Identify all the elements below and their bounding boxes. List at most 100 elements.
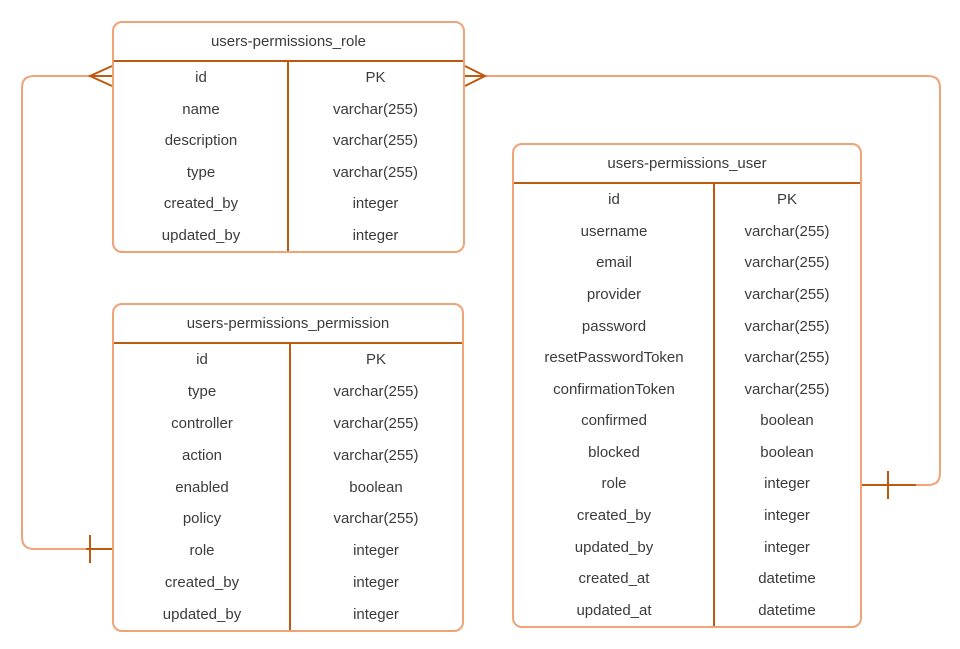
field-type-cell: PK (776, 191, 797, 209)
field-type-cell: varchar(255) (332, 132, 419, 150)
field-name-cell: confirmed (581, 412, 647, 430)
field-type-cell: integer (764, 538, 810, 556)
field-name-cell: created_at (578, 570, 650, 588)
field-name-cell: updated_by (574, 538, 654, 556)
field-name-cell: email (596, 254, 632, 272)
field-name-cell: role (189, 542, 215, 560)
field-name-cell: id (608, 191, 620, 209)
table-row-id: id PK (114, 62, 463, 94)
field-name-cell: action (181, 446, 223, 464)
entity-table-title: users-permissions_user (514, 145, 860, 184)
field-type-cell: integer (353, 605, 399, 623)
field-name-cell: type (186, 163, 216, 181)
field-name-cell: controller (171, 414, 233, 432)
table-row-updated_by: updated_by integer (514, 531, 860, 563)
field-type-cell: varchar(255) (744, 254, 830, 272)
field-type-cell: boolean (760, 412, 814, 430)
field-type-cell: varchar(255) (744, 380, 830, 398)
field-name-cell: enabled (175, 478, 229, 496)
table-row-created_by: created_by integer (114, 566, 462, 598)
one-tick-icon (862, 471, 916, 499)
column-divider-line (713, 184, 715, 626)
entity-table-body: id PK name varchar(255) description varchar(2… (114, 62, 463, 251)
field-name-cell: blocked (588, 443, 640, 461)
field-type-cell: datetime (758, 601, 816, 619)
table-row-name: name varchar(255) (114, 94, 463, 126)
crows-foot-many-icon (464, 65, 488, 87)
table-row-created_by: created_by integer (514, 500, 860, 532)
field-type-cell: integer (352, 226, 399, 244)
table-row-controller: controller varchar(255) (114, 408, 462, 440)
field-type-cell: varchar(255) (744, 317, 830, 335)
field-type-cell: varchar(255) (332, 100, 419, 118)
field-name-cell: description (164, 132, 238, 150)
field-type-cell: PK (365, 69, 386, 87)
one-tick-icon (86, 535, 112, 563)
table-row-id: id PK (514, 184, 860, 216)
table-row-password: password varchar(255) (514, 310, 860, 342)
column-divider-line (287, 62, 289, 251)
field-name-cell: created_by (164, 573, 240, 591)
field-type-cell: varchar(255) (333, 414, 419, 432)
field-name-cell: username (580, 222, 648, 240)
field-type-cell: varchar(255) (333, 446, 419, 464)
field-type-cell: integer (353, 542, 399, 560)
field-type-cell: boolean (760, 443, 814, 461)
field-name-cell: updated_at (576, 601, 652, 619)
table-row-action: action varchar(255) (114, 439, 462, 471)
table-row-type: type varchar(255) (114, 157, 463, 189)
field-type-cell: boolean (349, 478, 403, 496)
table-row-updated_at: updated_at datetime (514, 595, 860, 626)
relationship-role-permission (21, 65, 113, 563)
field-name-cell: name (182, 100, 220, 118)
table-row-type: type varchar(255) (114, 376, 462, 408)
field-name-cell: password (581, 317, 647, 335)
field-name-cell: resetPasswordToken (544, 349, 684, 367)
relationship-connector-line (21, 75, 90, 550)
table-row-policy: policy varchar(255) (114, 503, 462, 535)
field-name-cell: created_by (576, 507, 652, 525)
field-name-cell: type (187, 383, 217, 401)
field-name-cell: id (195, 69, 207, 87)
table-row-enabled: enabled boolean (114, 471, 462, 503)
table-row-created_at: created_at datetime (514, 563, 860, 595)
table-row-updated_by: updated_by integer (114, 220, 463, 252)
field-name-cell: confirmationToken (553, 380, 675, 398)
table-row-id: id PK (114, 344, 462, 376)
field-type-cell: varchar(255) (332, 163, 419, 181)
field-type-cell: varchar(255) (333, 383, 419, 401)
field-name-cell: updated_by (161, 226, 241, 244)
field-type-cell: integer (764, 507, 810, 525)
field-type-cell: varchar(255) (333, 510, 419, 528)
field-type-cell: integer (764, 475, 810, 493)
table-row-role: role integer (114, 535, 462, 567)
column-divider-line (289, 344, 291, 630)
entity-table-title: users-permissions_permission (114, 305, 462, 344)
field-type-cell: PK (365, 351, 386, 369)
field-type-cell: integer (352, 195, 399, 213)
table-row-updated_by: updated_by integer (114, 598, 462, 630)
field-name-cell: provider (586, 286, 642, 304)
field-name-cell: policy (182, 510, 222, 528)
entity-table-body: id PK type varchar(255) controller varchar(25… (114, 344, 462, 630)
relationship-role-user (464, 65, 941, 499)
field-type-cell: datetime (758, 570, 816, 588)
table-row-confirmationToken: confirmationToken varchar(255) (514, 373, 860, 405)
entity-table-title: users-permissions_role (114, 23, 463, 62)
crows-foot-many-icon (87, 65, 113, 87)
field-name-cell: updated_by (162, 605, 242, 623)
field-type-cell: integer (353, 573, 399, 591)
field-name-cell: id (196, 351, 208, 369)
